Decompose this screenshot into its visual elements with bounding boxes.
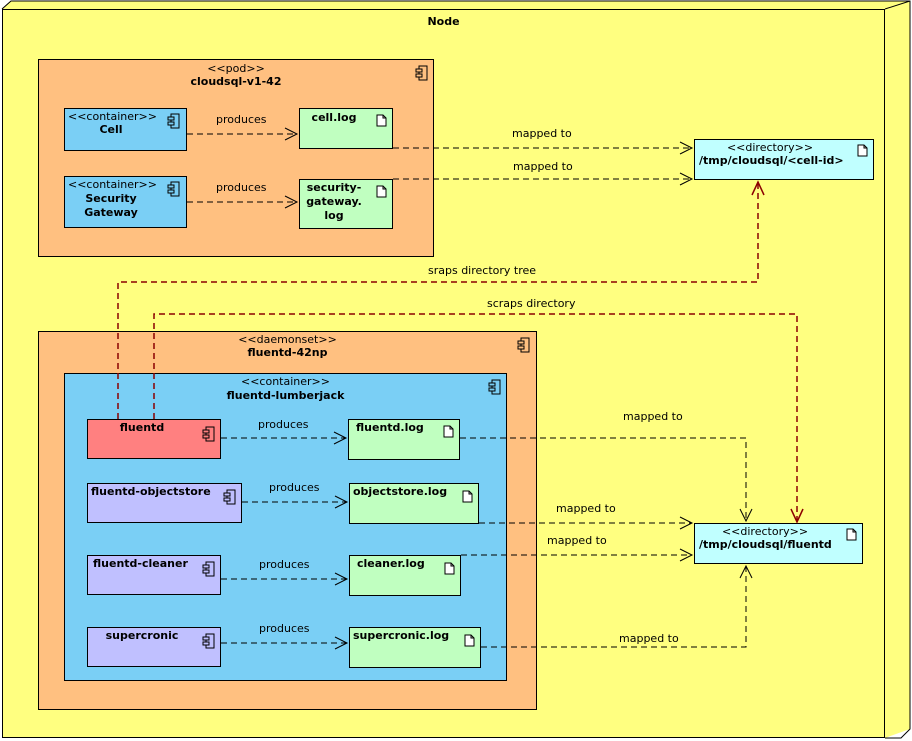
daemonset-name: fluentd-42np [247,346,328,359]
component-icon [167,113,180,129]
edge-label-produces: produces [216,181,267,194]
document-icon [462,490,473,503]
edge-label-scraps-tree: sraps directory tree [428,264,537,277]
edge-label-mapped-to: mapped to [619,632,679,645]
file-fluentd-log[interactable]: fluentd.log [348,419,460,460]
directory-name: /tmp/cloudsql/fluentd [699,538,832,551]
container-name-line2: Gateway [84,206,138,219]
container-name: Cell [99,123,123,136]
component-name: fluentd [119,421,165,434]
daemonset-stereotype: <<daemonset>> [238,333,337,346]
edge-label-produces: produces [216,113,267,126]
document-icon [464,634,475,647]
edge-label-produces: produces [259,558,310,571]
directory-fluentd[interactable]: <<directory>> /tmp/cloudsql/fluentd [694,523,863,564]
file-name: fluentd.log [356,421,424,434]
file-security-gateway-log[interactable]: security- gateway. log [299,179,393,229]
component-name: fluentd-objectstore [91,485,211,498]
file-supercronic-log[interactable]: supercronic.log [349,627,481,668]
document-icon [443,425,454,438]
component-supercronic[interactable]: supercronic [87,627,221,667]
directory-name: /tmp/cloudsql/<cell-id> [699,154,844,167]
container-stereotype: <<container>> [68,110,157,123]
pod-name: cloudsql-v1-42 [190,75,282,88]
edge-label-mapped-to: mapped to [547,534,607,547]
container-stereotype: <<container>> [68,178,157,191]
component-icon [202,561,215,577]
component-fluentd-objectstore[interactable]: fluentd-objectstore [87,483,242,523]
container-security-gateway[interactable]: <<container>> Security Gateway [64,176,187,228]
container-stereotype: <<container>> [241,375,330,388]
pod-stereotype: <<pod>> [207,62,265,75]
component-fluentd-cleaner[interactable]: fluentd-cleaner [87,555,221,595]
directory-stereotype: <<directory>> [726,141,814,154]
edge-label-mapped-to: mapped to [512,127,572,140]
container-name: fluentd-lumberjack [226,389,345,402]
component-icon [415,65,428,81]
edge-label-mapped-to: mapped to [513,160,573,173]
file-name-line3: log [324,209,344,222]
component-name: supercronic [105,629,179,642]
edge-label-mapped-to: mapped to [623,410,683,423]
file-cell-log[interactable]: cell.log [299,108,393,149]
document-icon [376,114,387,127]
edge-label-produces: produces [258,418,309,431]
edge-label-mapped-to: mapped to [556,502,616,515]
edge-label-scraps-directory: scraps directory [487,297,576,310]
component-icon [202,633,215,649]
document-icon [857,144,868,157]
container-cell[interactable]: <<container>> Cell [64,108,187,151]
file-name: cell.log [311,111,357,124]
file-name-line2: gateway. [306,195,362,208]
file-name: supercronic.log [353,629,450,642]
component-icon [202,426,215,442]
file-name: cleaner.log [357,557,425,570]
file-name-line1: security- [306,181,362,194]
file-name: objectstore.log [353,485,448,498]
component-name: fluentd-cleaner [93,557,188,570]
document-icon [846,528,857,541]
edge-label-produces: produces [269,481,320,494]
component-icon [223,489,236,505]
edge-label-produces: produces [259,622,310,635]
node-title: Node [427,15,460,28]
file-objectstore-log[interactable]: objectstore.log [349,483,479,524]
directory-stereotype: <<directory>> [721,525,809,538]
component-icon [517,337,530,353]
directory-cell-id[interactable]: <<directory>> /tmp/cloudsql/<cell-id> [694,139,874,180]
file-cleaner-log[interactable]: cleaner.log [349,555,461,596]
document-icon [444,562,455,575]
component-icon [167,181,180,197]
document-icon [376,185,387,198]
component-fluentd[interactable]: fluentd [87,419,221,459]
component-icon [488,379,501,395]
container-name-line1: Security [85,192,137,205]
